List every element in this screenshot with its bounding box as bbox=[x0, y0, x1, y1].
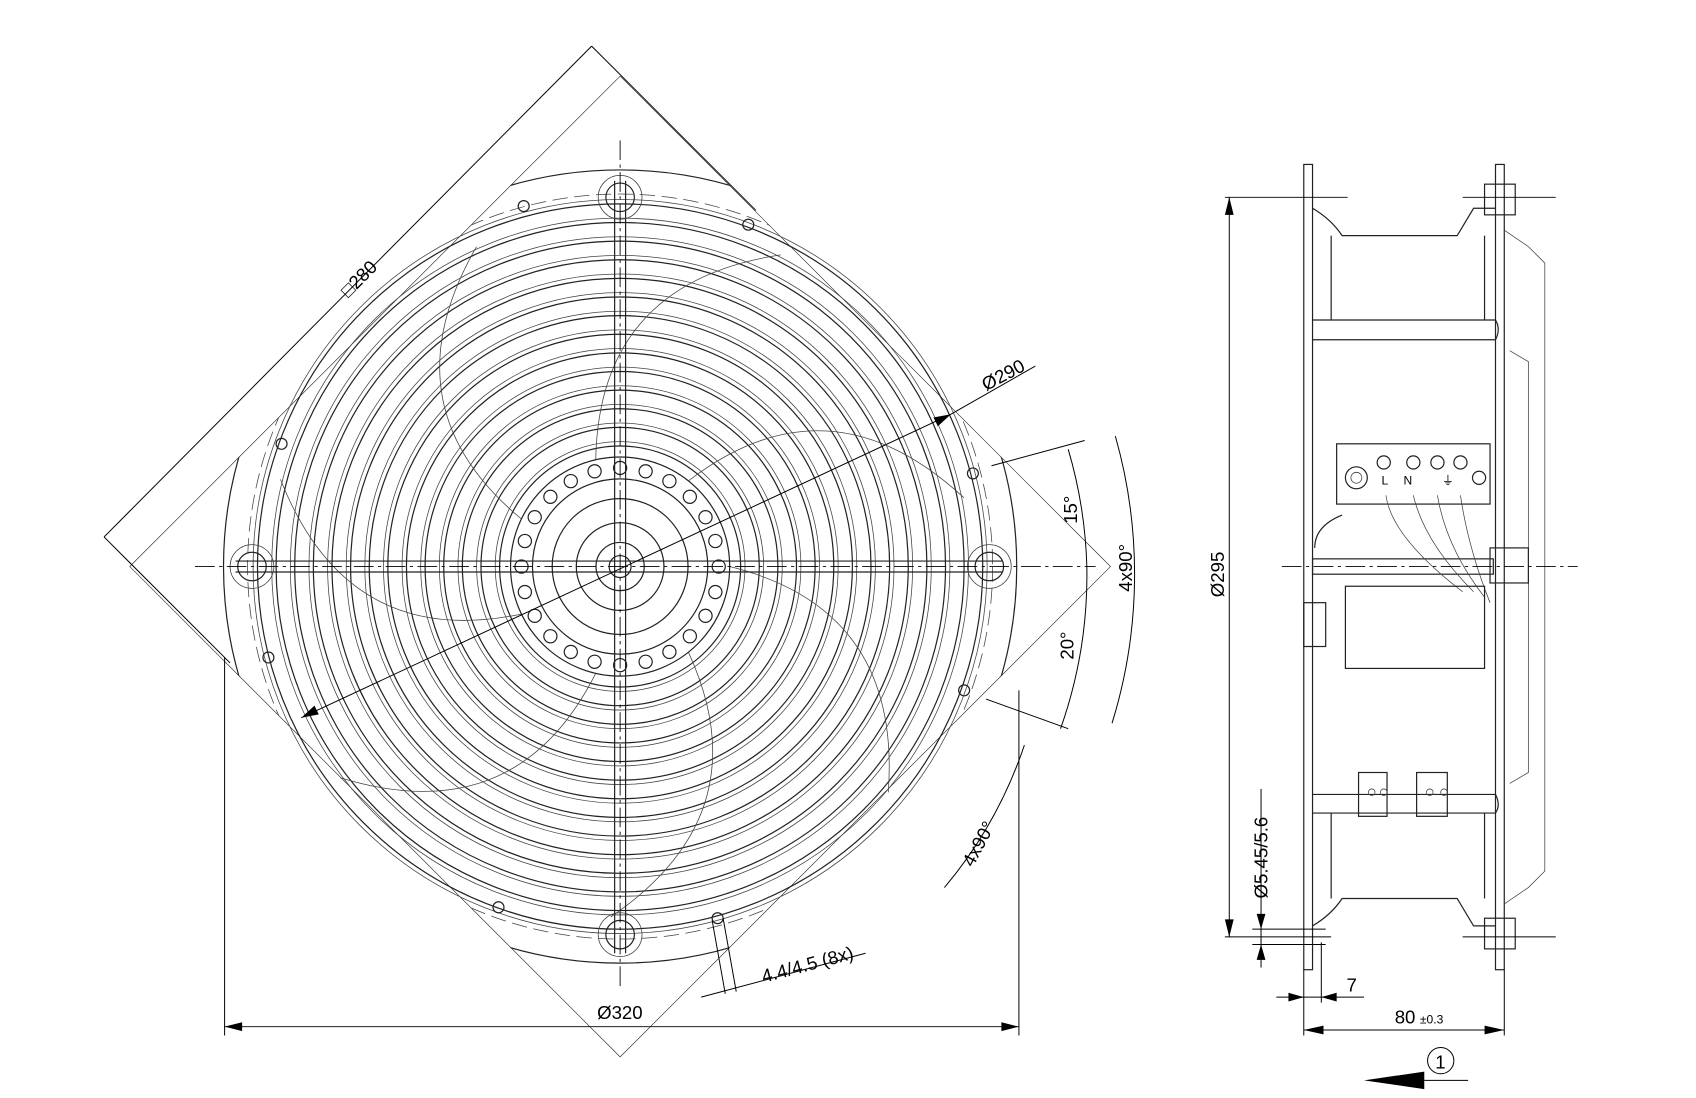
depth-label: 80 bbox=[1395, 1006, 1416, 1027]
blade-edge bbox=[729, 566, 890, 793]
angle-20-label: 20° bbox=[1057, 632, 1078, 660]
diameter-320-label: Ø320 bbox=[597, 1002, 643, 1023]
screw-hole bbox=[966, 467, 979, 480]
blade-edge bbox=[340, 673, 597, 792]
front-view: □280 Ø290 15° 20° 4x90° 4x90° bbox=[103, 45, 1136, 1058]
hub-vent-hole bbox=[708, 584, 723, 600]
hub-vent-hole bbox=[543, 629, 558, 644]
impeller-blades bbox=[280, 246, 965, 918]
hole-size-dimension: 4.4/4.5 (8x) bbox=[701, 918, 866, 998]
hub-vent-hole bbox=[527, 608, 542, 624]
hub-vent-hole bbox=[543, 489, 558, 504]
hub-vent-hole bbox=[708, 533, 723, 549]
screw-hole bbox=[711, 912, 724, 925]
hub-vent-hole bbox=[587, 654, 602, 669]
square-280-dimension: □280 bbox=[103, 45, 757, 664]
terminal-l: L bbox=[1382, 473, 1389, 487]
terminal-block: L N ⏚ bbox=[1314, 443, 1491, 603]
hole-diameter-label: Ø5.45/5.6 bbox=[1251, 817, 1272, 899]
hub-vent-hole bbox=[527, 510, 542, 525]
hub-vent-hole bbox=[563, 644, 578, 660]
diameter-320-dimension: Ø320 bbox=[224, 657, 1020, 1036]
angle-15-label: 15° bbox=[1060, 496, 1081, 524]
blade-edge bbox=[688, 430, 965, 498]
flange-thickness-dimension: 7 bbox=[1276, 942, 1365, 1003]
grille-crossbars bbox=[235, 180, 1003, 954]
hub-vent-hole bbox=[563, 473, 578, 489]
hole-size-label: 4.4/4.5 (8x) bbox=[759, 942, 855, 987]
depth-tolerance: ±0.3 bbox=[1420, 1012, 1444, 1026]
hole-diameter-dimension: Ø5.45/5.6 bbox=[1251, 788, 1326, 968]
terminal-n: N bbox=[1403, 473, 1412, 487]
hub-vent-hole bbox=[638, 654, 653, 669]
diameter-295-label: Ø295 bbox=[1207, 552, 1228, 598]
hub-vent-hole bbox=[682, 629, 698, 644]
screw-hole bbox=[262, 651, 275, 664]
hub-vent-hole bbox=[587, 464, 602, 479]
hub-vent-hole bbox=[698, 510, 713, 525]
fan-housing-side bbox=[1303, 163, 1546, 971]
blade-edge bbox=[280, 479, 522, 621]
blade-edge bbox=[439, 246, 522, 520]
flange-thickness-label: 7 bbox=[1347, 975, 1357, 996]
screw-hole bbox=[958, 684, 971, 697]
airflow-direction: 1 bbox=[1364, 1047, 1469, 1090]
airflow-arrow-icon bbox=[1364, 1071, 1425, 1090]
diameter-295-dimension: Ø295 bbox=[1207, 197, 1234, 937]
angle-dimensions: 15° 20° 4x90° 4x90° bbox=[944, 436, 1136, 888]
hub-vent-hole bbox=[517, 584, 533, 600]
hub-vent-hole bbox=[682, 489, 698, 504]
angle-4x90-lower-label: 4x90° bbox=[958, 818, 999, 870]
side-center-lines bbox=[1224, 196, 1578, 938]
screw-hole bbox=[742, 218, 755, 231]
hub-vent-hole bbox=[517, 533, 533, 549]
hub-vent-hole bbox=[662, 644, 677, 660]
blade-edge bbox=[595, 254, 781, 460]
center-lines bbox=[195, 140, 1096, 987]
hub-vent-hole bbox=[698, 608, 713, 624]
hub-vent-hole bbox=[638, 464, 653, 479]
screw-hole bbox=[275, 437, 288, 450]
capacitor bbox=[1344, 585, 1486, 670]
terminal-earth: ⏚ bbox=[1442, 473, 1454, 487]
screw-hole bbox=[517, 199, 530, 213]
depth-dimension: 80 ±0.3 bbox=[1303, 969, 1505, 1036]
airflow-marker-label: 1 bbox=[1435, 1051, 1445, 1072]
screw-hole bbox=[492, 901, 505, 914]
side-view: L N ⏚ Ø295 Ø5.45/5.6 bbox=[1207, 163, 1578, 1090]
blade-edge bbox=[610, 652, 714, 918]
angle-4x90-right-label: 4x90° bbox=[1115, 544, 1136, 592]
diameter-290-label: Ø290 bbox=[978, 355, 1028, 395]
hub-vent-hole bbox=[662, 473, 677, 489]
